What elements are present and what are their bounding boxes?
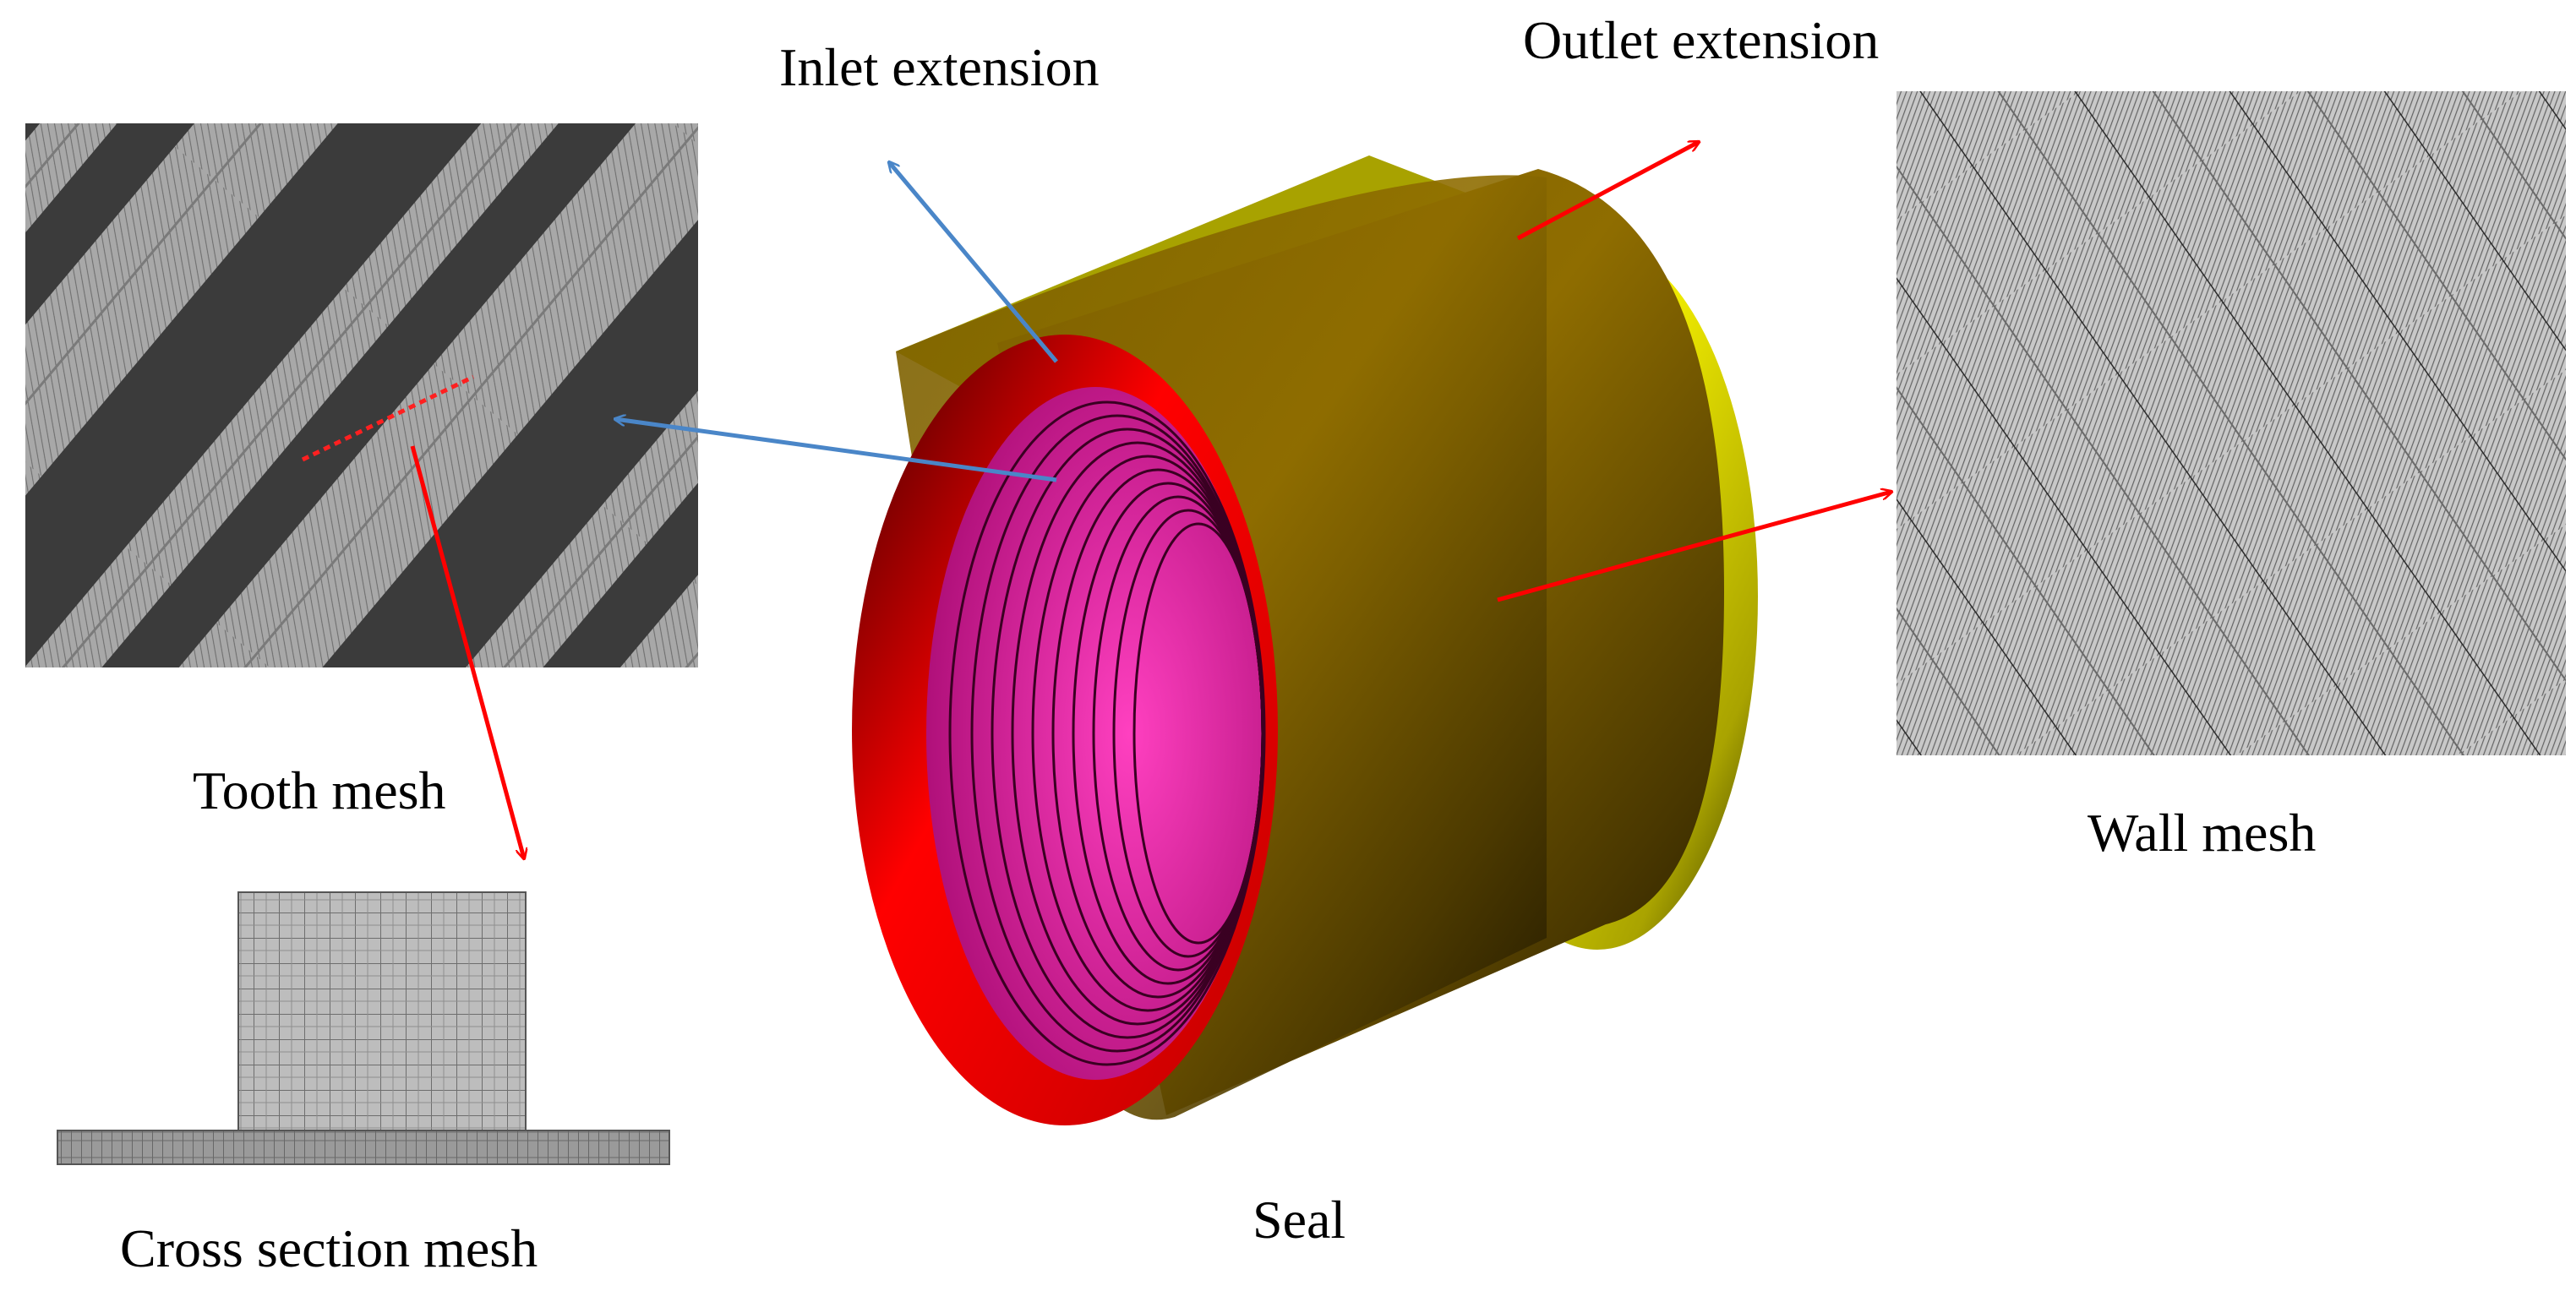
tooth-mesh-panel xyxy=(25,123,698,667)
seal-cylinder xyxy=(852,155,1758,1125)
cross-section-mesh-label: Cross section mesh xyxy=(120,1218,538,1278)
tooth-mesh-label: Tooth mesh xyxy=(193,760,446,820)
seal-grooves xyxy=(926,387,1266,1080)
outlet-extension-label: Outlet extension xyxy=(1523,10,1880,70)
wall-mesh-label: Wall mesh xyxy=(2088,803,2317,863)
tooth-link-arrow-icon xyxy=(615,419,1057,482)
inlet-arrow-icon xyxy=(889,162,1058,363)
cross-section-mesh-panel xyxy=(57,891,670,1165)
cross-section-arrow-icon xyxy=(410,445,524,858)
wall-arrow-icon xyxy=(1497,492,1891,602)
seal-label: Seal xyxy=(1253,1190,1346,1250)
outlet-arrow-icon xyxy=(1516,142,1699,241)
wall-mesh-panel xyxy=(1897,91,2566,755)
section-cut-line xyxy=(301,374,475,462)
inlet-extension-label: Inlet extension xyxy=(779,37,1100,97)
